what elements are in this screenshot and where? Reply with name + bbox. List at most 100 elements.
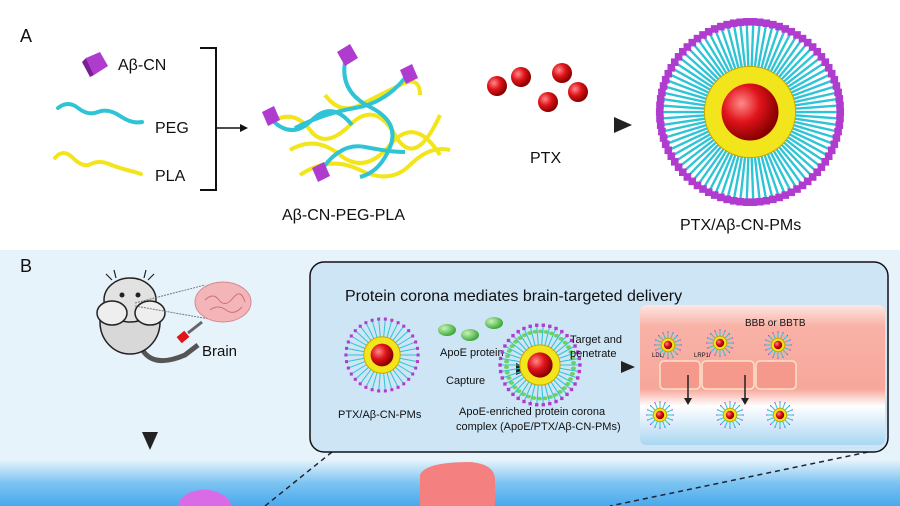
ptx-core: [715, 338, 725, 348]
peg-chain: [670, 66, 718, 95]
ligand-mark: [769, 20, 777, 29]
ligand-mark: [664, 402, 666, 404]
peg-chain: [783, 72, 833, 97]
peg-chain: [779, 55, 823, 90]
apoe-mark: [552, 392, 558, 397]
ligand-mark: [770, 405, 772, 407]
peg-chain: [696, 142, 729, 187]
ligand-mark: [704, 27, 713, 36]
ligand-mark: [777, 331, 779, 333]
peg-chain: [719, 147, 739, 198]
peg-chain: [771, 142, 804, 187]
peg-chain: [752, 22, 762, 75]
ligand-mark: [813, 47, 822, 56]
ligand-mark: [738, 423, 740, 425]
ligand-mark: [789, 339, 791, 341]
ligand-mark: [724, 402, 726, 404]
ligand-mark: [647, 409, 649, 411]
ligand-mark: [835, 95, 844, 103]
ligand-mark: [766, 414, 768, 416]
peg-chain: [781, 131, 826, 163]
ligand-mark: [396, 385, 400, 389]
ligand-mark: [699, 185, 707, 193]
ligand-mark: [667, 331, 669, 333]
ligand-mark: [741, 409, 743, 411]
ligand-mark: [548, 401, 552, 406]
brain-label: Brain: [202, 343, 237, 360]
ligand-mark: [541, 323, 545, 327]
ptx-drug-spheres: [487, 63, 588, 112]
ptx-core: [370, 343, 394, 367]
ligand-mark: [364, 385, 368, 389]
ligand-mark: [672, 414, 674, 416]
ligand-mark: [344, 360, 349, 364]
ligand-mark: [824, 152, 833, 160]
ligand-mark: [808, 173, 817, 181]
ligand-mark: [767, 409, 769, 411]
ligand-mark: [569, 338, 574, 343]
ligand-mark: [793, 185, 801, 193]
ligand-mark: [383, 317, 387, 321]
ligand-mark: [762, 19, 771, 28]
peg-chain: [661, 91, 714, 105]
ligand-mark: [762, 196, 771, 205]
ligand-mark: [500, 376, 504, 380]
peg-chain: [773, 41, 809, 84]
ligand-mark: [659, 401, 661, 403]
legend-bracket: [200, 47, 217, 191]
ligand-mark: [411, 334, 415, 338]
ligand-mark: [836, 101, 844, 110]
peg-chain: [761, 26, 781, 77]
peg-chain: [755, 23, 768, 75]
peg-chain: [758, 148, 774, 200]
corona-label-line1: ApoE-enriched protein corona: [459, 406, 606, 418]
peg-chain: [660, 116, 713, 127]
peg-chain: [785, 78, 835, 100]
ligand-mark: [803, 38, 812, 47]
peg-chain: [667, 72, 717, 97]
ligand-mark: [654, 426, 656, 428]
peg-chain: [768, 143, 799, 190]
peg-chain: [681, 136, 723, 174]
ligand-mark: [678, 168, 687, 177]
ligand-mark: [723, 195, 731, 204]
peg-chain: [755, 149, 768, 201]
ligand-mark: [821, 58, 830, 67]
ligand-mark: [770, 423, 772, 425]
ligand-mark: [834, 88, 842, 97]
ligand-mark: [498, 356, 503, 361]
apoe-mark: [565, 345, 571, 350]
peg-chain: [713, 28, 737, 78]
ligand-mark: [729, 427, 731, 429]
apoe-mark: [548, 331, 554, 336]
ligand-mark: [659, 134, 668, 142]
ligand-mark: [503, 344, 507, 348]
peg-chain: [674, 131, 719, 163]
peg-chain: [786, 84, 837, 103]
ligand-mark: [742, 18, 751, 26]
ligand-mark: [779, 401, 781, 403]
ligand-mark: [789, 349, 791, 351]
ligand-mark: [774, 402, 776, 404]
apoe-mark: [568, 350, 574, 354]
peg-chain: [745, 149, 750, 203]
peg-chain: [773, 140, 809, 183]
ligand-mark: [693, 34, 702, 43]
ligand-mark: [788, 405, 790, 407]
peg-chain: [701, 143, 732, 190]
ligand-mark: [656, 121, 665, 129]
peg-chain: [738, 22, 748, 75]
receptor-ldlr-label: LDLr: [652, 353, 665, 359]
apoe-mark: [553, 333, 560, 338]
peg-chain: [707, 31, 734, 79]
ligand-mark: [827, 69, 836, 78]
ligand-mark: [817, 163, 826, 171]
cell-shape-magenta: [178, 489, 232, 506]
ligand-mark: [664, 426, 666, 428]
peg-chain: [785, 124, 835, 146]
ligand-mark: [411, 372, 415, 376]
ligand-mark: [650, 423, 652, 425]
ligand-mark: [772, 356, 774, 358]
peg-chain: [691, 140, 727, 183]
peg-chain: [787, 104, 841, 111]
